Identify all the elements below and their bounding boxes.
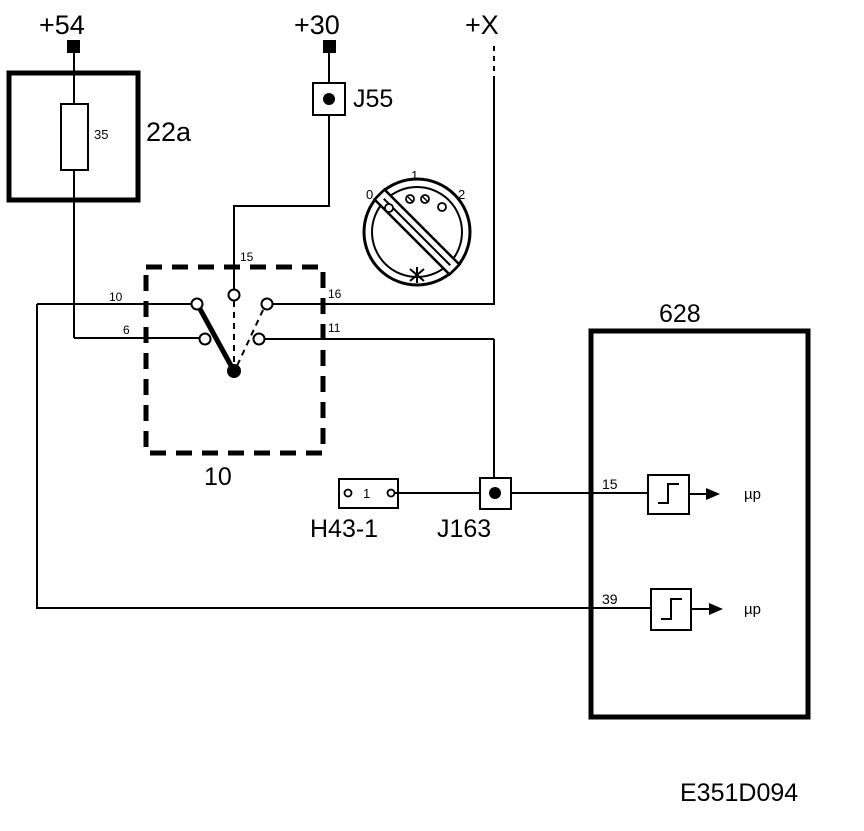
switch-pivot	[227, 364, 241, 378]
switch-pin-6-label: 6	[123, 323, 130, 337]
switch-pin-15-label: 15	[240, 250, 254, 264]
terminal-30-label: +30	[294, 10, 340, 40]
wire-x-to-pin-16	[272, 80, 495, 305]
connector-h43-right-terminal	[386, 488, 396, 498]
terminal-30-marker	[323, 40, 336, 53]
switch-contact-16	[260, 297, 274, 311]
schmitt-trigger-15-icon	[658, 483, 679, 504]
wire-pin-10-to-input-39	[36, 304, 651, 609]
wire-j55-to-pin-15	[233, 115, 330, 290]
light-switch-label: 10	[204, 463, 232, 491]
switch-contact-6	[198, 332, 212, 346]
control-module-box	[588, 328, 811, 720]
switch-pin-11-label: 11	[328, 321, 341, 335]
control-module-label: 628	[659, 300, 701, 328]
light-switch-knob-symbol	[362, 177, 472, 287]
switch-wiper	[197, 307, 237, 373]
light-switch-box	[143, 264, 326, 456]
module-output-15-arrow-icon	[706, 488, 720, 500]
junction-j55-label: J55	[353, 85, 393, 113]
figure-code: E351D094	[680, 779, 798, 807]
switch-contact-11	[252, 332, 266, 346]
module-input-39-pin: 39	[602, 591, 618, 607]
switch-pin-10-label: 10	[109, 290, 123, 304]
switch-contact-15	[227, 288, 241, 302]
knob-position-2: 2	[458, 187, 465, 202]
connector-h43-label: H43-1	[310, 515, 378, 543]
schmitt-trigger-39-icon	[661, 598, 682, 620]
module-output-39-label: µp	[744, 601, 761, 618]
fuse-element	[60, 103, 89, 171]
terminal-x-label: +X	[465, 10, 499, 40]
connector-h43-left-terminal	[343, 488, 353, 498]
fuse-rating: 35	[94, 127, 108, 142]
knob-position-0: 0	[366, 187, 373, 202]
fuse-label: 22a	[146, 117, 192, 147]
switch-pin-16-label: 16	[328, 287, 342, 301]
module-output-39-arrow-icon	[709, 603, 723, 615]
knob-position-1: 1	[411, 168, 418, 183]
terminal-54-label: +54	[39, 10, 85, 40]
terminal-54-marker	[67, 40, 80, 53]
connector-h43-pin: 1	[363, 486, 370, 501]
junction-j163-dot	[489, 487, 501, 499]
junction-j163-label: J163	[437, 515, 491, 543]
switch-contact-10	[190, 297, 204, 311]
junction-j55-dot	[323, 93, 335, 105]
module-input-15-pin: 15	[602, 476, 618, 492]
module-output-15-label: µp	[744, 486, 761, 503]
